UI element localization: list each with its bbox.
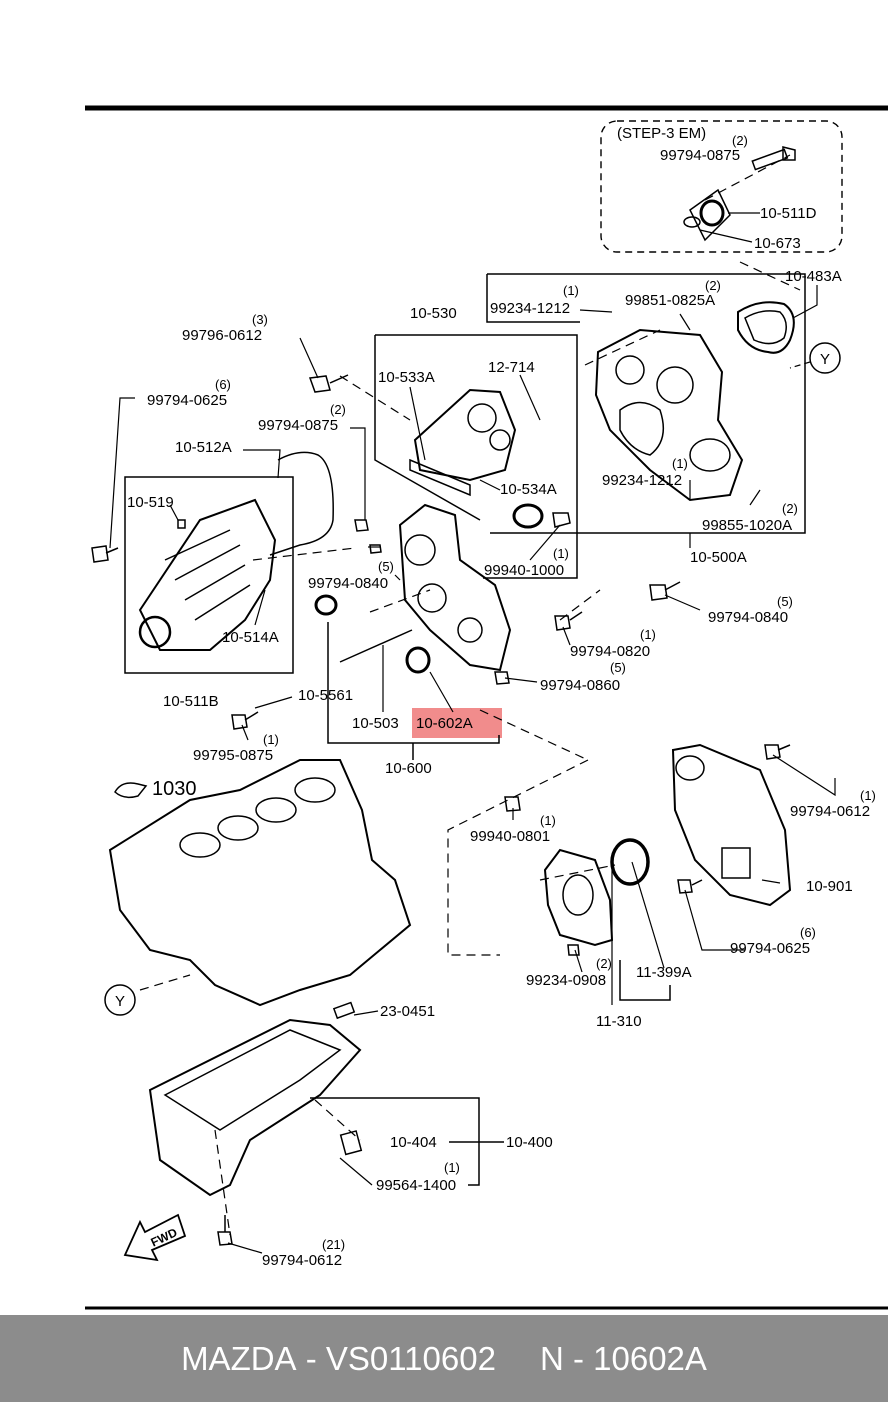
svg-text:Y: Y	[115, 993, 125, 1010]
step-3-em-box	[600, 120, 843, 253]
part-qty: (5)	[378, 559, 394, 574]
part-label: 99234-1212	[602, 472, 682, 489]
part-qty: (2)	[596, 956, 612, 971]
part-qty: (21)	[322, 1237, 345, 1252]
part-label: 99234-0908	[526, 972, 606, 989]
part-label: 10-519	[127, 494, 174, 511]
part-qty: (2)	[782, 501, 798, 516]
fwd-arrow-icon: FWD	[123, 1213, 187, 1262]
part-qty: (1)	[640, 627, 656, 642]
part-label: 99940-1000	[484, 562, 564, 579]
part-qty: (5)	[610, 660, 626, 675]
part-label: 10-600	[385, 760, 432, 777]
bolt-shape-top	[751, 146, 796, 171]
part-label: 99794-0625	[147, 392, 227, 409]
part-label: 10-602A	[416, 715, 473, 732]
part-label: 10-404	[390, 1134, 437, 1151]
part-number: VS0110602	[325, 1339, 496, 1377]
part-label: 99794-0625	[730, 940, 810, 957]
part-qty: (1)	[540, 813, 556, 828]
part-label: 10-483A	[785, 268, 842, 285]
part-label: 10-514A	[222, 629, 279, 646]
part-label: 10-534A	[500, 481, 557, 498]
part-number-footer: MAZDA - VS0110602 N - 10602A	[0, 1315, 888, 1402]
part-label: 99796-0612	[182, 327, 262, 344]
part-qty: (1)	[672, 456, 688, 471]
part-label: 99855-1020A	[702, 517, 792, 534]
part-label: 99794-0820	[570, 643, 650, 660]
parts-diagram: (STEP-3 EM)	[85, 105, 888, 1310]
part-label: 10-673	[754, 235, 801, 252]
part-label: 99794-0840	[308, 575, 388, 592]
part-label: 11-399A	[636, 964, 692, 981]
leader-lines	[109, 212, 836, 1254]
part-qty: (1)	[563, 283, 579, 298]
part-label: 10-512A	[175, 439, 232, 456]
part-label: 99794-0840	[708, 609, 788, 626]
part-label: 10-5561	[298, 687, 353, 704]
part-label: 23-0451	[380, 1003, 435, 1020]
part-label: 10-533A	[378, 369, 435, 386]
ref-number: 10602A	[593, 1339, 707, 1377]
y-marker-upper: Y	[789, 342, 841, 374]
phantom-lines	[139, 154, 801, 1236]
part-label: 99851-0825A	[625, 292, 715, 309]
part-qty: (3)	[252, 312, 268, 327]
part-label: 99940-0801	[470, 828, 550, 845]
part-shapes	[91, 146, 796, 1246]
part-qty: (5)	[777, 594, 793, 609]
part-label: 99564-1400	[376, 1177, 456, 1194]
part-label: 99794-0612	[262, 1252, 342, 1269]
part-label: 10-511B	[163, 693, 219, 710]
part-labels: (2) 99794-0875 10-511D 10-673 10-483A 10…	[127, 133, 876, 1269]
part-qty: (1)	[860, 788, 876, 803]
part-qty: (1)	[553, 546, 569, 561]
part-label: 99795-0875	[193, 747, 273, 764]
svg-text:Y: Y	[820, 351, 830, 368]
part-label: 99794-0875	[258, 417, 338, 434]
bracket-lines	[124, 273, 806, 1186]
brand-name: MAZDA	[181, 1339, 297, 1377]
part-label: 99234-1212	[490, 300, 570, 317]
part-label: 10-500A	[690, 549, 747, 566]
step-note: (STEP-3 EM)	[617, 125, 706, 142]
y-marker-lower: Y	[104, 984, 136, 1016]
part-label: 10-901	[806, 878, 853, 895]
part-label: 12-714	[488, 359, 535, 376]
part-label: 10-503	[352, 715, 399, 732]
part-qty: (6)	[215, 377, 231, 392]
part-label: 10-400	[506, 1134, 553, 1151]
part-label: 10-511D	[760, 205, 817, 222]
part-label: 99794-0875	[660, 147, 740, 164]
part-qty: (6)	[800, 925, 816, 940]
footer-separator: -	[572, 1339, 584, 1377]
part-label: 1030	[152, 778, 197, 800]
ref-prefix: N	[539, 1339, 564, 1377]
engine-ref-icon	[114, 782, 148, 799]
part-label: 99794-0612	[790, 803, 870, 820]
part-qty: (2)	[732, 133, 748, 148]
bolt-shapes	[91, 374, 791, 1246]
part-qty: (2)	[705, 278, 721, 293]
part-label: 10-530	[410, 305, 457, 322]
footer-separator: -	[305, 1339, 317, 1377]
part-qty: (1)	[444, 1160, 460, 1175]
part-label: 99794-0860	[540, 677, 620, 694]
part-qty: (1)	[263, 732, 279, 747]
part-qty: (2)	[330, 402, 346, 417]
part-label: 11-310	[596, 1013, 642, 1030]
